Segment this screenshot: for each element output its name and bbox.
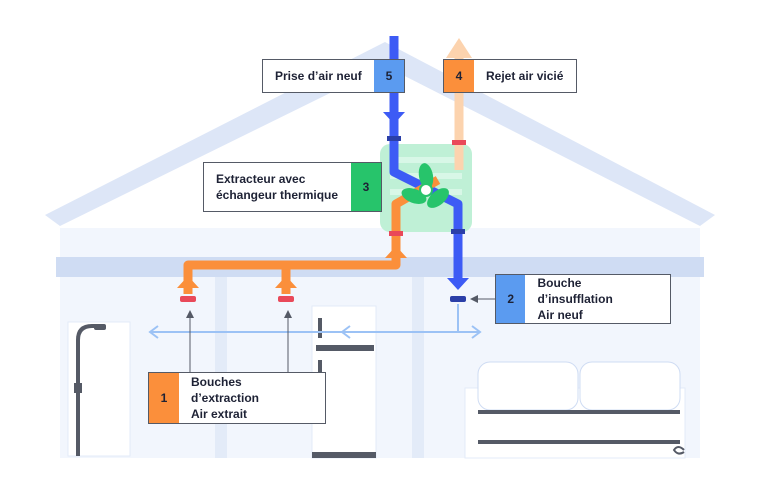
supply-vent bbox=[450, 296, 466, 302]
callout-bouches-extraction: 1 Bouches d’extraction Air extrait bbox=[148, 372, 326, 424]
extract-arrow bbox=[385, 246, 407, 258]
callout-label: Rejet air vicié bbox=[486, 69, 564, 83]
callout-number: 1 bbox=[149, 373, 179, 423]
fresh-air-collar bbox=[387, 136, 401, 141]
extract-arrow bbox=[177, 276, 199, 288]
air-circulation-arrows bbox=[148, 304, 482, 339]
extract-arrow bbox=[275, 276, 297, 288]
pillar bbox=[215, 277, 227, 458]
pillar bbox=[412, 277, 424, 458]
sofa-icon bbox=[464, 361, 686, 459]
extract-collar bbox=[389, 231, 403, 236]
callout-number: 5 bbox=[374, 60, 404, 92]
callout-label: Extracteur avec bbox=[216, 172, 306, 186]
callout-rejet-air-vicie: 4 Rejet air vicié bbox=[443, 59, 577, 93]
callout-number: 2 bbox=[496, 275, 526, 323]
extract-vent bbox=[180, 296, 196, 302]
fresh-air-collar bbox=[451, 229, 465, 234]
extract-vent bbox=[278, 296, 294, 302]
callout-bouche-insufflation: 2 Bouche d’insufflation Air neuf bbox=[495, 274, 671, 324]
callout-label: Prise d’air neuf bbox=[275, 69, 362, 83]
shower-icon bbox=[67, 321, 131, 457]
fan-icon bbox=[401, 163, 449, 208]
callout-number: 4 bbox=[444, 60, 474, 92]
callout-label: Bouches d’extraction bbox=[191, 375, 260, 405]
callout-prise-air-neuf: Prise d’air neuf 5 bbox=[262, 59, 405, 93]
callout-label: échangeur thermique bbox=[216, 188, 339, 202]
leader-arrowhead bbox=[470, 295, 478, 303]
leader-arrowhead bbox=[186, 310, 194, 318]
fresh-air-arrow bbox=[383, 112, 405, 124]
supply-arrow bbox=[447, 278, 469, 290]
leader-arrowhead bbox=[284, 310, 292, 318]
callout-label: Air neuf bbox=[537, 308, 583, 322]
callout-label: Bouche d’insufflation bbox=[537, 276, 613, 306]
callout-label: Air extrait bbox=[191, 407, 248, 421]
leader-lines bbox=[189, 298, 495, 372]
callout-number: 3 bbox=[351, 163, 381, 211]
callout-extracteur: Extracteur avec échangeur thermique 3 bbox=[203, 162, 382, 212]
